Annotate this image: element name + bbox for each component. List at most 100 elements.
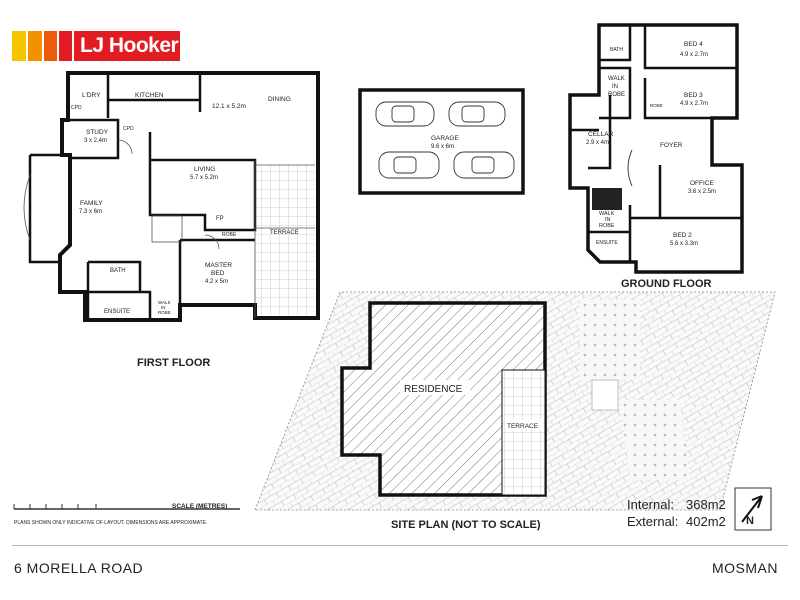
study-dims: 3 x 2.4m <box>84 138 107 144</box>
floor-plan-drawing: L'DRY KITCHEN CPD CPD 12.1 x 5.2m DINING… <box>13 23 776 531</box>
terrace-tiles <box>255 165 315 315</box>
car-2-cabin <box>461 105 485 123</box>
master-label-2: BED <box>211 270 225 277</box>
bed4-label: BED 4 <box>684 41 703 48</box>
ground-floor-outer-wall <box>568 23 744 274</box>
living-label: LIVING <box>194 166 215 173</box>
site-terrace <box>501 369 546 496</box>
scale-label: SCALE (METRES) <box>172 503 227 510</box>
gf-bath-label: BATH <box>610 47 623 53</box>
door-arc-1 <box>117 139 133 155</box>
car-4-cabin <box>471 156 495 174</box>
bath-label: BATH <box>110 268 126 274</box>
svg-text:N: N <box>746 515 754 527</box>
bed4-wall <box>643 25 737 70</box>
bed3-wall <box>643 78 712 120</box>
internal-area-value: 368m2 <box>686 497 726 512</box>
footer-address: 6 MORELLA ROAD <box>14 560 144 576</box>
office-dims: 3.6 x 2.5m <box>688 189 716 195</box>
family-wall <box>28 153 70 264</box>
kitchen-label: KITCHEN <box>135 92 164 99</box>
master-dims: 4.2 x 5m <box>205 279 228 285</box>
residence-footprint <box>340 301 547 497</box>
residence-label: RESIDENCE <box>404 384 463 395</box>
ldry-label: L'DRY <box>82 92 101 99</box>
car-1-cabin <box>391 105 415 123</box>
garden-bed-1 <box>580 300 640 380</box>
bed2-wall <box>588 205 660 262</box>
walk-in-robe-3: ROBE <box>158 310 171 315</box>
terrace-frame <box>254 160 315 318</box>
bed3-dims: 4.9 x 2.7m <box>680 101 708 107</box>
bath-wall-ground <box>599 25 632 62</box>
footer-divider <box>12 545 788 546</box>
master-wall <box>178 238 255 305</box>
garage-plan: GARAGE 9.6 x 6m <box>358 88 525 195</box>
first-floor-plan: L'DRY KITCHEN CPD CPD 12.1 x 5.2m DINING… <box>23 71 320 369</box>
study-label: STUDY <box>86 129 109 136</box>
bed2-label: BED 2 <box>673 232 692 239</box>
garage-label: GARAGE <box>431 135 459 142</box>
ensuite-label: ENSUITE <box>104 309 130 315</box>
scale-bar: SCALE (METRES) PLANS SHOWN ONLY INDICATI… <box>13 503 240 526</box>
site-plan: RESIDENCE TERRACE SITE PLAN (NOT TO SCAL… <box>254 291 776 531</box>
stair-block <box>151 215 183 243</box>
living-wall <box>148 132 257 232</box>
gf-wir2-1: WALK <box>599 211 615 217</box>
robe-label: ROBE <box>222 232 237 238</box>
gf-wir2-2: IN <box>605 217 611 223</box>
ground-floor-plan: BED 4 4.9 x 2.7m BED 3 4.9 x 2.7m BATH W… <box>568 23 744 290</box>
family-dims: 7.3 x 6m <box>79 209 102 215</box>
logo-wordmark: LJ Hooker <box>74 31 180 61</box>
gf-ensuite-label: ENSUITE <box>596 240 618 246</box>
dining-label: DINING <box>268 96 291 103</box>
site-terrace-label: TERRACE <box>507 423 539 430</box>
bed3-label: BED 3 <box>684 92 703 99</box>
ground-floor-title: GROUND FLOOR <box>621 278 711 290</box>
garage-dims: 9.6 x 6m <box>431 144 454 150</box>
office-label: OFFICE <box>690 180 714 187</box>
master-label-1: MASTER <box>205 262 232 269</box>
ground-stair <box>592 188 622 210</box>
wir-wall <box>599 66 632 120</box>
residence-label-box <box>400 380 470 395</box>
north-arrow-icon: N <box>734 487 772 531</box>
gf-wir2-3: ROBE <box>599 223 615 229</box>
first-floor-outer-wall <box>58 71 320 322</box>
footer-suburb: MOSMAN <box>712 560 778 576</box>
study-wall <box>68 118 120 160</box>
site-terrace-label-box <box>505 420 543 430</box>
site-stairs <box>591 379 619 411</box>
gf-wir-2: IN <box>612 84 618 90</box>
foyer-label: FOYER <box>660 142 683 149</box>
logo-stripe-4 <box>59 31 72 61</box>
garage-wall <box>358 88 525 195</box>
cellar-dims: 2.9 x 4m <box>586 140 609 146</box>
car-3-cabin <box>393 156 417 174</box>
gf-wir-1: WALK <box>608 76 625 82</box>
terrace-label: TERRACE <box>270 230 299 236</box>
cpd-label-2: CPD <box>123 126 134 132</box>
garden-bed-2 <box>620 400 690 480</box>
family-label: FAMILY <box>80 200 103 207</box>
site-plan-title: SITE PLAN (NOT TO SCALE) <box>391 519 541 531</box>
external-area-value: 402m2 <box>686 514 726 529</box>
bed4-dims: 4.9 x 2.7m <box>680 52 708 58</box>
fp-label: FP <box>216 216 224 222</box>
logo-stripe-1 <box>12 31 26 61</box>
logo-stripe-2 <box>28 31 42 61</box>
logo-stripe-3 <box>44 31 57 61</box>
gf-wir-3: ROBE <box>608 92 625 98</box>
living-dims: 5.7 x 5.2m <box>190 175 218 181</box>
bath-wall <box>86 260 152 318</box>
brand-logo: LJ Hooker <box>12 31 180 61</box>
internal-area-label: Internal: <box>627 497 674 512</box>
external-area-label: External: <box>627 514 679 529</box>
dining-dims: 12.1 x 5.2m <box>212 103 246 110</box>
door-arc-2 <box>204 234 220 250</box>
kitchen-wall <box>106 73 202 118</box>
first-floor-title: FIRST FLOOR <box>137 357 210 369</box>
family-window-arc <box>23 174 31 241</box>
stair-curve <box>627 149 633 187</box>
cellar-wall <box>570 95 612 170</box>
